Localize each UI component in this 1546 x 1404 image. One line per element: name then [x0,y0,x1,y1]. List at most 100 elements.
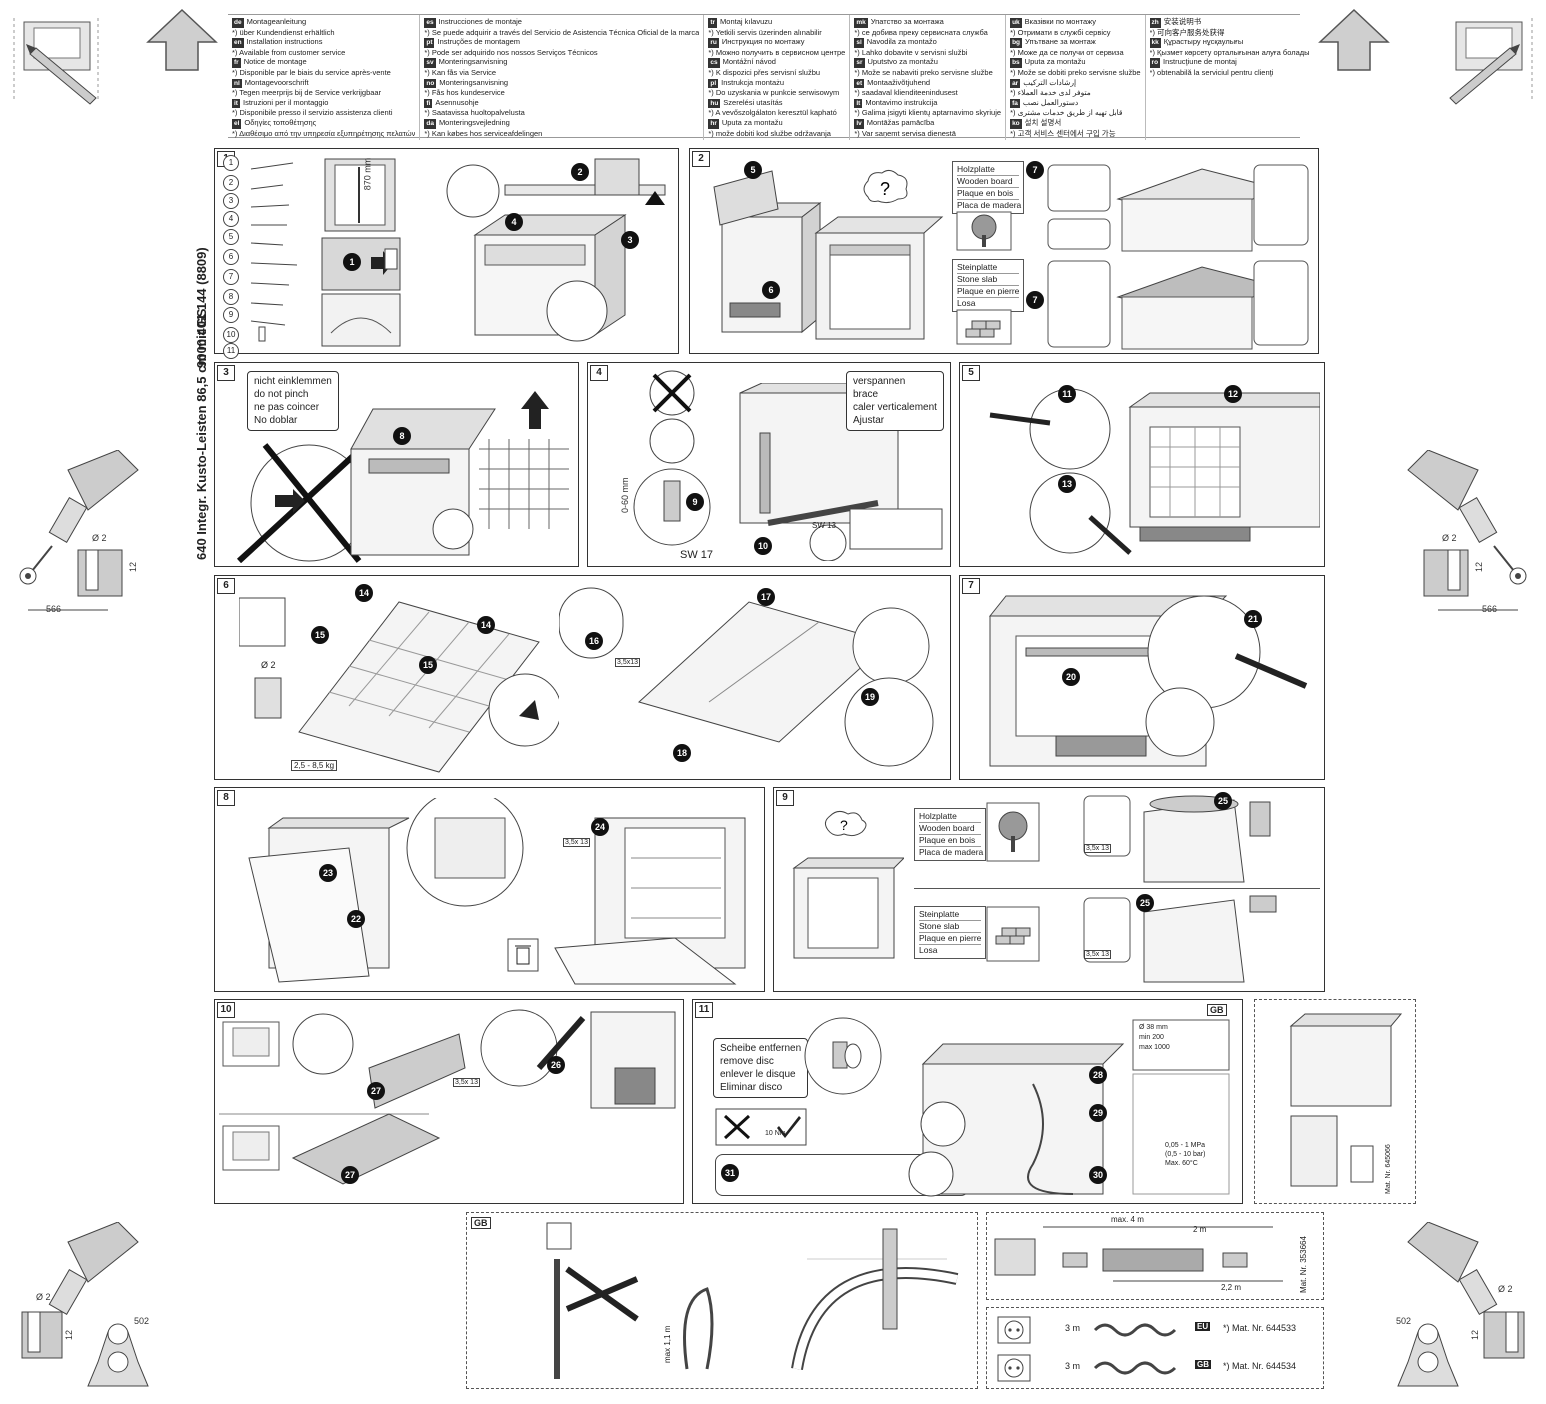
language-note: *) се добива преку сервисната служба [854,27,988,37]
step-4-hinge-details [633,370,711,546]
step-1-dishwasher-front [324,158,396,232]
step-10-screw-size: 3,5x 13 [453,1078,480,1087]
language-code-badge: pt [424,38,435,48]
step-6-screw-size: 3,5x13 [615,658,641,667]
language-code-badge: en [232,38,244,48]
step-6-badge-14a: 14 [355,584,373,602]
step-2-tree-icon [956,211,1012,251]
language-note: *) Διαθέσιμο από την υπηρεσία εξυπηρέτησ… [232,128,416,138]
language-title-text: Monteringsanvisning [438,57,508,67]
step-5-number: 5 [962,365,980,381]
language-code-badge: ro [1149,58,1161,68]
language-note: *) über Kundendienst erhältlich [232,27,335,37]
language-code-badge: de [232,18,244,28]
language-code-badge: uk [1010,18,1022,28]
drill-left-mid-depth: 12 [128,561,139,573]
step-2-badge-5: 5 [744,161,762,179]
language-code-badge: cs [708,58,720,68]
drill-left-bottom-dia: Ø 2 [36,1292,51,1302]
step-2-number: 2 [692,151,710,167]
step-9-divider [914,888,1320,889]
language-note: *) K dispozici přes servisní službu [708,67,821,77]
step-9-tree-icon [986,802,1040,862]
step-2-stone-brackets [1047,260,1309,350]
gb-panel-dim: max 1,1 m [663,1325,672,1363]
language-code-badge: fi [424,98,433,109]
svg-text:?: ? [840,817,848,833]
step-1-part-number: 3 [223,193,239,209]
language-title-text: Montavimo instrukcija [865,97,938,107]
language-note: *) Available from customer service [232,47,346,57]
language-code-badge: pl [708,78,719,89]
step-9-bricks-icon [986,906,1040,962]
step-8-panel: 8 23 22 3,5x 13 24 [214,787,765,992]
step-1-part-number: 7 [223,269,239,285]
step-11-number: 11 [695,1002,713,1018]
language-title-text: Uputa za montažu [1024,57,1086,67]
language-title-text: Instrucciones de montaje [438,17,522,26]
step-1-part-number: 1 [223,155,239,171]
step-1-detail-bottom [321,293,401,347]
step-11-badge-29: 29 [1089,1104,1107,1122]
step-11-badge-31: 31 [721,1164,739,1182]
language-title-text: Uputa za montažu [721,117,783,127]
step-2-badge-7a: 7 [1026,161,1044,179]
power-cord-mat-number: *) Mat. Nr. 644533 [1223,1323,1297,1333]
socket-icon [997,1316,1031,1344]
language-note: *) obtenabilă la serviciul pentru clienţ… [1149,67,1274,77]
drill-right-bottom-icon [1397,1221,1525,1387]
step-6-badge-17: 17 [757,588,775,606]
language-note: *) Galima įsigyti klientų aptarnavimo sk… [854,108,1002,118]
drill-right-mid-dist: 566 [1482,604,1498,614]
language-title-text: Упатство за монтажа [870,17,944,26]
language-code-badge: mk [854,18,868,28]
language-code-badge: lv [854,118,864,129]
step-2-badge-6: 6 [762,281,780,299]
step-4-badge-9: 9 [686,493,704,511]
power-cord-region-tag: GB [1195,1360,1211,1369]
language-code-badge: bs [1010,58,1022,68]
drill-right-mid-icon [1407,449,1527,611]
step-9-badge-25a: 25 [1214,792,1232,810]
language-title-text: Istruzioni per il montaggio [242,97,329,107]
language-code-badge: ar [1010,78,1021,89]
step-1-part-number: 9 [223,307,239,323]
language-title-text: Montageanleitung [246,17,307,26]
language-note: *) Disponibile presso il servizio assist… [232,108,393,118]
step-8-badge-22: 22 [347,910,365,928]
power-cord-icon [1093,1323,1177,1337]
language-note: *) saadaval klienditeenindusest [854,88,958,98]
step-8-dispose-icon [507,938,539,972]
language-title-text: Montážní návod [722,57,776,67]
step-7-panel: 7 20 21 [959,575,1325,780]
language-title-text: دستورالعمل نصب [1022,97,1079,107]
language-title-text: Navodila za montažo [866,37,937,47]
language-title-text: 설치 설명서 [1024,117,1062,127]
step-9-wood-detail [1083,795,1271,883]
svg-text:?: ? [880,179,890,199]
language-title-text: Οδηγίες τοποθέτησης [244,117,317,127]
power-cord-region-tag: EU [1195,1322,1211,1331]
step-11-disc-detail [804,1017,882,1095]
